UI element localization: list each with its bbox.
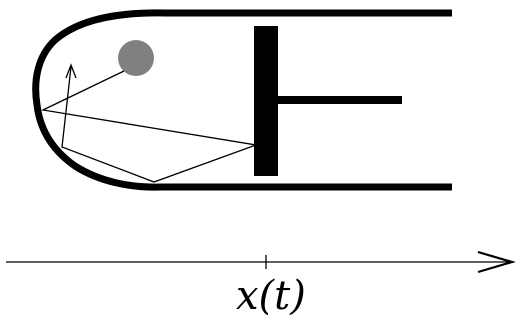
cylinder-wall <box>32 9 452 191</box>
x-axis-arrowhead <box>477 250 516 274</box>
trajectory-arrowhead <box>65 63 77 79</box>
piston-rod <box>276 96 402 104</box>
piston-head <box>254 26 278 176</box>
particle-trajectory <box>40 66 259 183</box>
gas-particle <box>118 40 154 76</box>
axis-label: x(t) <box>236 273 306 319</box>
